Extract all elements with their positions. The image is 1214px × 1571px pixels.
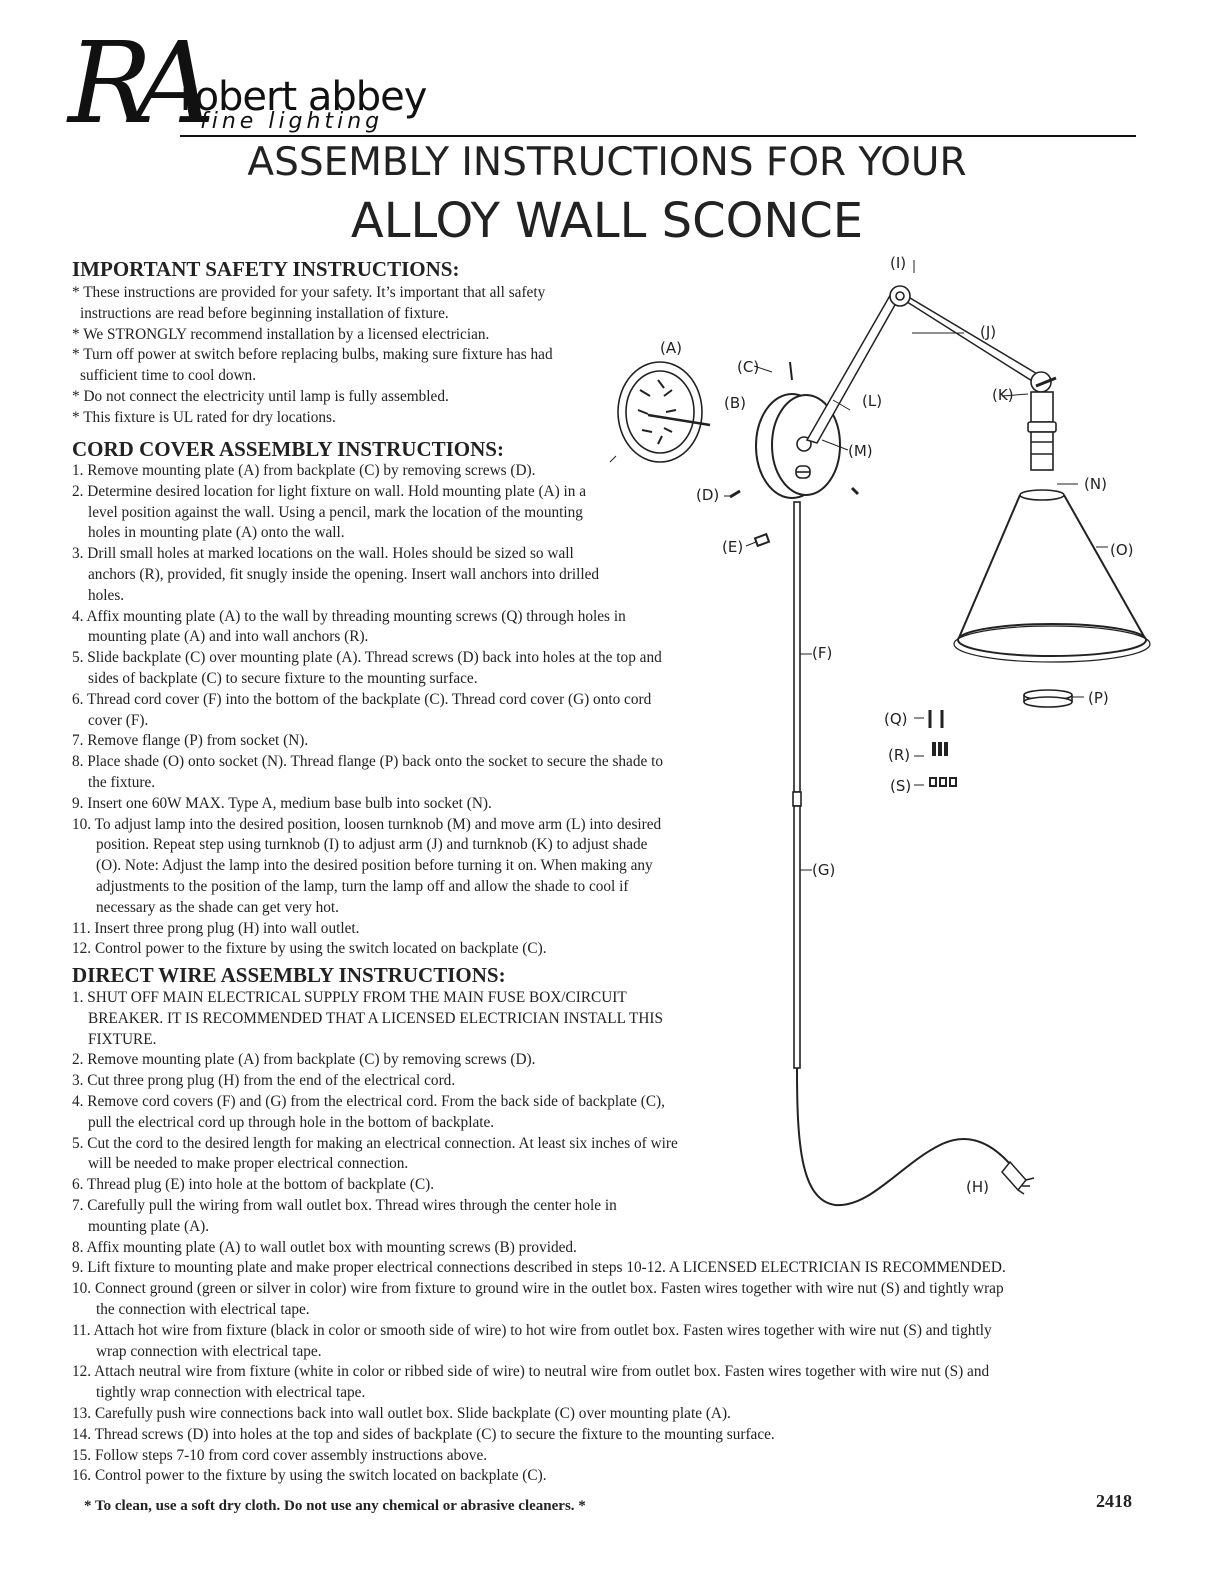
instruction-line: adjustments to the position of the lamp,…: [96, 877, 629, 895]
label-a: (A): [660, 339, 682, 357]
instruction-line: 15. Follow steps 7-10 from cord cover as…: [72, 1446, 488, 1464]
logo-monogram: RA: [68, 19, 215, 149]
instruction-line: holes in mounting plate (A) onto the wal…: [88, 524, 345, 542]
cord-cover-instructions: 1. Remove mounting plate (A) from backpl…: [72, 461, 663, 960]
instruction-line: holes.: [88, 586, 125, 604]
title-line-1: ASSEMBLY INSTRUCTIONS FOR YOUR: [247, 140, 967, 185]
label-q: (Q): [884, 710, 908, 728]
instruction-line: 14. Thread screws (D) into holes at the …: [72, 1425, 775, 1443]
instruction-line: 4. Affix mounting plate (A) to the wall …: [72, 607, 626, 625]
label-r: (R): [888, 746, 910, 764]
header-rule: [180, 135, 1136, 137]
instruction-line: mounting plate (A).: [88, 1217, 210, 1235]
instruction-line: pull the electrical cord up through hole…: [88, 1113, 495, 1131]
logo-brand-name: robert abbey: [180, 74, 427, 120]
instruction-line: 11. Attach hot wire from fixture (black …: [72, 1321, 992, 1339]
instruction-line: (O). Note: Adjust the lamp into the desi…: [96, 857, 653, 875]
label-f: (F): [812, 644, 832, 662]
instruction-line: 8. Affix mounting plate (A) to wall outl…: [72, 1238, 577, 1256]
cord-cover-heading: CORD COVER ASSEMBLY INSTRUCTIONS:: [72, 437, 504, 461]
label-g: (G): [812, 861, 835, 879]
instruction-line: anchors (R), provided, fit snugly inside…: [88, 565, 600, 583]
instruction-line: 5. Cut the cord to the desired length fo…: [72, 1134, 678, 1152]
instruction-line: 3. Cut three prong plug (H) from the end…: [72, 1072, 456, 1090]
instruction-line: 10. To adjust lamp into the desired posi…: [72, 815, 662, 833]
label-k: (K): [992, 386, 1014, 404]
instruction-line: mounting plate (A) and into wall anchors…: [88, 628, 369, 646]
instruction-line: 2. Remove mounting plate (A) from backpl…: [72, 1051, 536, 1069]
instruction-line: cover (F).: [88, 711, 149, 729]
instruction-line: 11. Insert three prong plug (H) into wal…: [72, 919, 360, 937]
instruction-line: * This fixture is UL rated for dry locat…: [72, 408, 336, 426]
direct-wire-instructions: 1. SHUT OFF MAIN ELECTRICAL SUPPLY FROM …: [72, 988, 1006, 1487]
instruction-line: will be needed to make proper electrical…: [88, 1155, 409, 1173]
instruction-line: 16. Control power to the fixture by usin…: [72, 1467, 547, 1485]
label-j: (J): [980, 323, 996, 341]
label-b: (B): [724, 394, 746, 412]
instruction-line: 13. Carefully push wire connections back…: [72, 1404, 731, 1422]
instruction-line: * These instructions are provided for yo…: [72, 284, 546, 301]
instruction-line: 9. Insert one 60W MAX. Type A, medium ba…: [72, 794, 492, 812]
instruction-line: 12. Control power to the fixture by usin…: [72, 940, 547, 958]
instruction-line: tightly wrap connection with electrical …: [96, 1384, 366, 1402]
cleaning-note: * To clean, use a soft dry cloth. Do not…: [84, 1498, 586, 1514]
robert-abbey-logo: RA robert abbey fine lighting: [68, 28, 468, 158]
instruction-line: 4. Remove cord covers (F) and (G) from t…: [72, 1092, 665, 1110]
safety-instructions: * These instructions are provided for yo…: [72, 283, 553, 429]
label-m: (M): [848, 442, 873, 460]
label-d: (D): [696, 486, 719, 504]
instruction-line: sides of backplate (C) to secure fixture…: [88, 669, 478, 687]
instruction-line: FIXTURE.: [88, 1030, 157, 1048]
label-l: (L): [862, 392, 882, 410]
label-c: (C): [737, 358, 759, 376]
instruction-line: the connection with electrical tape.: [96, 1300, 310, 1318]
instruction-line: position. Repeat step using turnknob (I)…: [96, 836, 648, 854]
instruction-line: sufficient time to cool down.: [80, 367, 257, 385]
safety-heading: IMPORTANT SAFETY INSTRUCTIONS:: [72, 257, 460, 281]
instruction-line: 6. Thread cord cover (F) into the bottom…: [72, 690, 652, 708]
product-title: ALLOY WALL SCONCE: [350, 193, 864, 249]
instruction-line: 1. SHUT OFF MAIN ELECTRICAL SUPPLY FROM …: [72, 989, 627, 1006]
label-s: (S): [890, 777, 911, 795]
direct-wire-heading: DIRECT WIRE ASSEMBLY INSTRUCTIONS:: [72, 963, 506, 987]
instruction-line: * Do not connect the electricity until l…: [72, 387, 449, 405]
label-p: (P): [1088, 689, 1109, 707]
instruction-line: 1. Remove mounting plate (A) from backpl…: [72, 462, 536, 479]
instruction-line: 12. Attach neutral wire from fixture (wh…: [72, 1363, 990, 1381]
instruction-line: wrap connection with electrical tape.: [96, 1342, 322, 1360]
label-n: (N): [1084, 475, 1107, 493]
page-number: 2418: [1096, 1491, 1132, 1511]
label-e: (E): [722, 538, 743, 556]
instruction-line: level position against the wall. Using a…: [88, 503, 583, 521]
label-i: (I): [890, 254, 906, 272]
instruction-line: 9. Lift fixture to mounting plate and ma…: [72, 1259, 1006, 1277]
instruction-line: * Turn off power at switch before replac…: [72, 346, 553, 364]
instruction-line: 5. Slide backplate (C) over mounting pla…: [72, 649, 662, 667]
instruction-line: 8. Place shade (O) onto socket (N). Thre…: [72, 753, 663, 771]
instruction-line: 6. Thread plug (E) into hole at the bott…: [72, 1176, 435, 1194]
instruction-line: 3. Drill small holes at marked locations…: [72, 545, 574, 563]
instruction-line: * We STRONGLY recommend installation by …: [72, 325, 490, 343]
instruction-line: 7. Remove flange (P) from socket (N).: [72, 732, 309, 750]
label-o: (O): [1110, 541, 1134, 559]
instruction-line: necessary as the shade can get very hot.: [96, 898, 339, 916]
instruction-line: 10. Connect ground (green or silver in c…: [72, 1280, 1004, 1298]
instruction-line: 2. Determine desired location for light …: [72, 482, 587, 500]
instruction-line: BREAKER. IT IS RECOMMENDED THAT A LICENS…: [88, 1009, 663, 1027]
instruction-line: the fixture.: [88, 773, 156, 791]
sconce-exploded-diagram: (A) (B) (C) (D) (E) (F) (G) (H) (I) (J) …: [609, 254, 1151, 1207]
label-h: (H): [966, 1178, 989, 1196]
instruction-line: 7. Carefully pull the wiring from wall o…: [72, 1196, 617, 1214]
mounting-plate-drawing: [609, 361, 711, 463]
instruction-line: instructions are read before beginning i…: [80, 304, 449, 322]
logo-tagline: fine lighting: [200, 109, 384, 134]
